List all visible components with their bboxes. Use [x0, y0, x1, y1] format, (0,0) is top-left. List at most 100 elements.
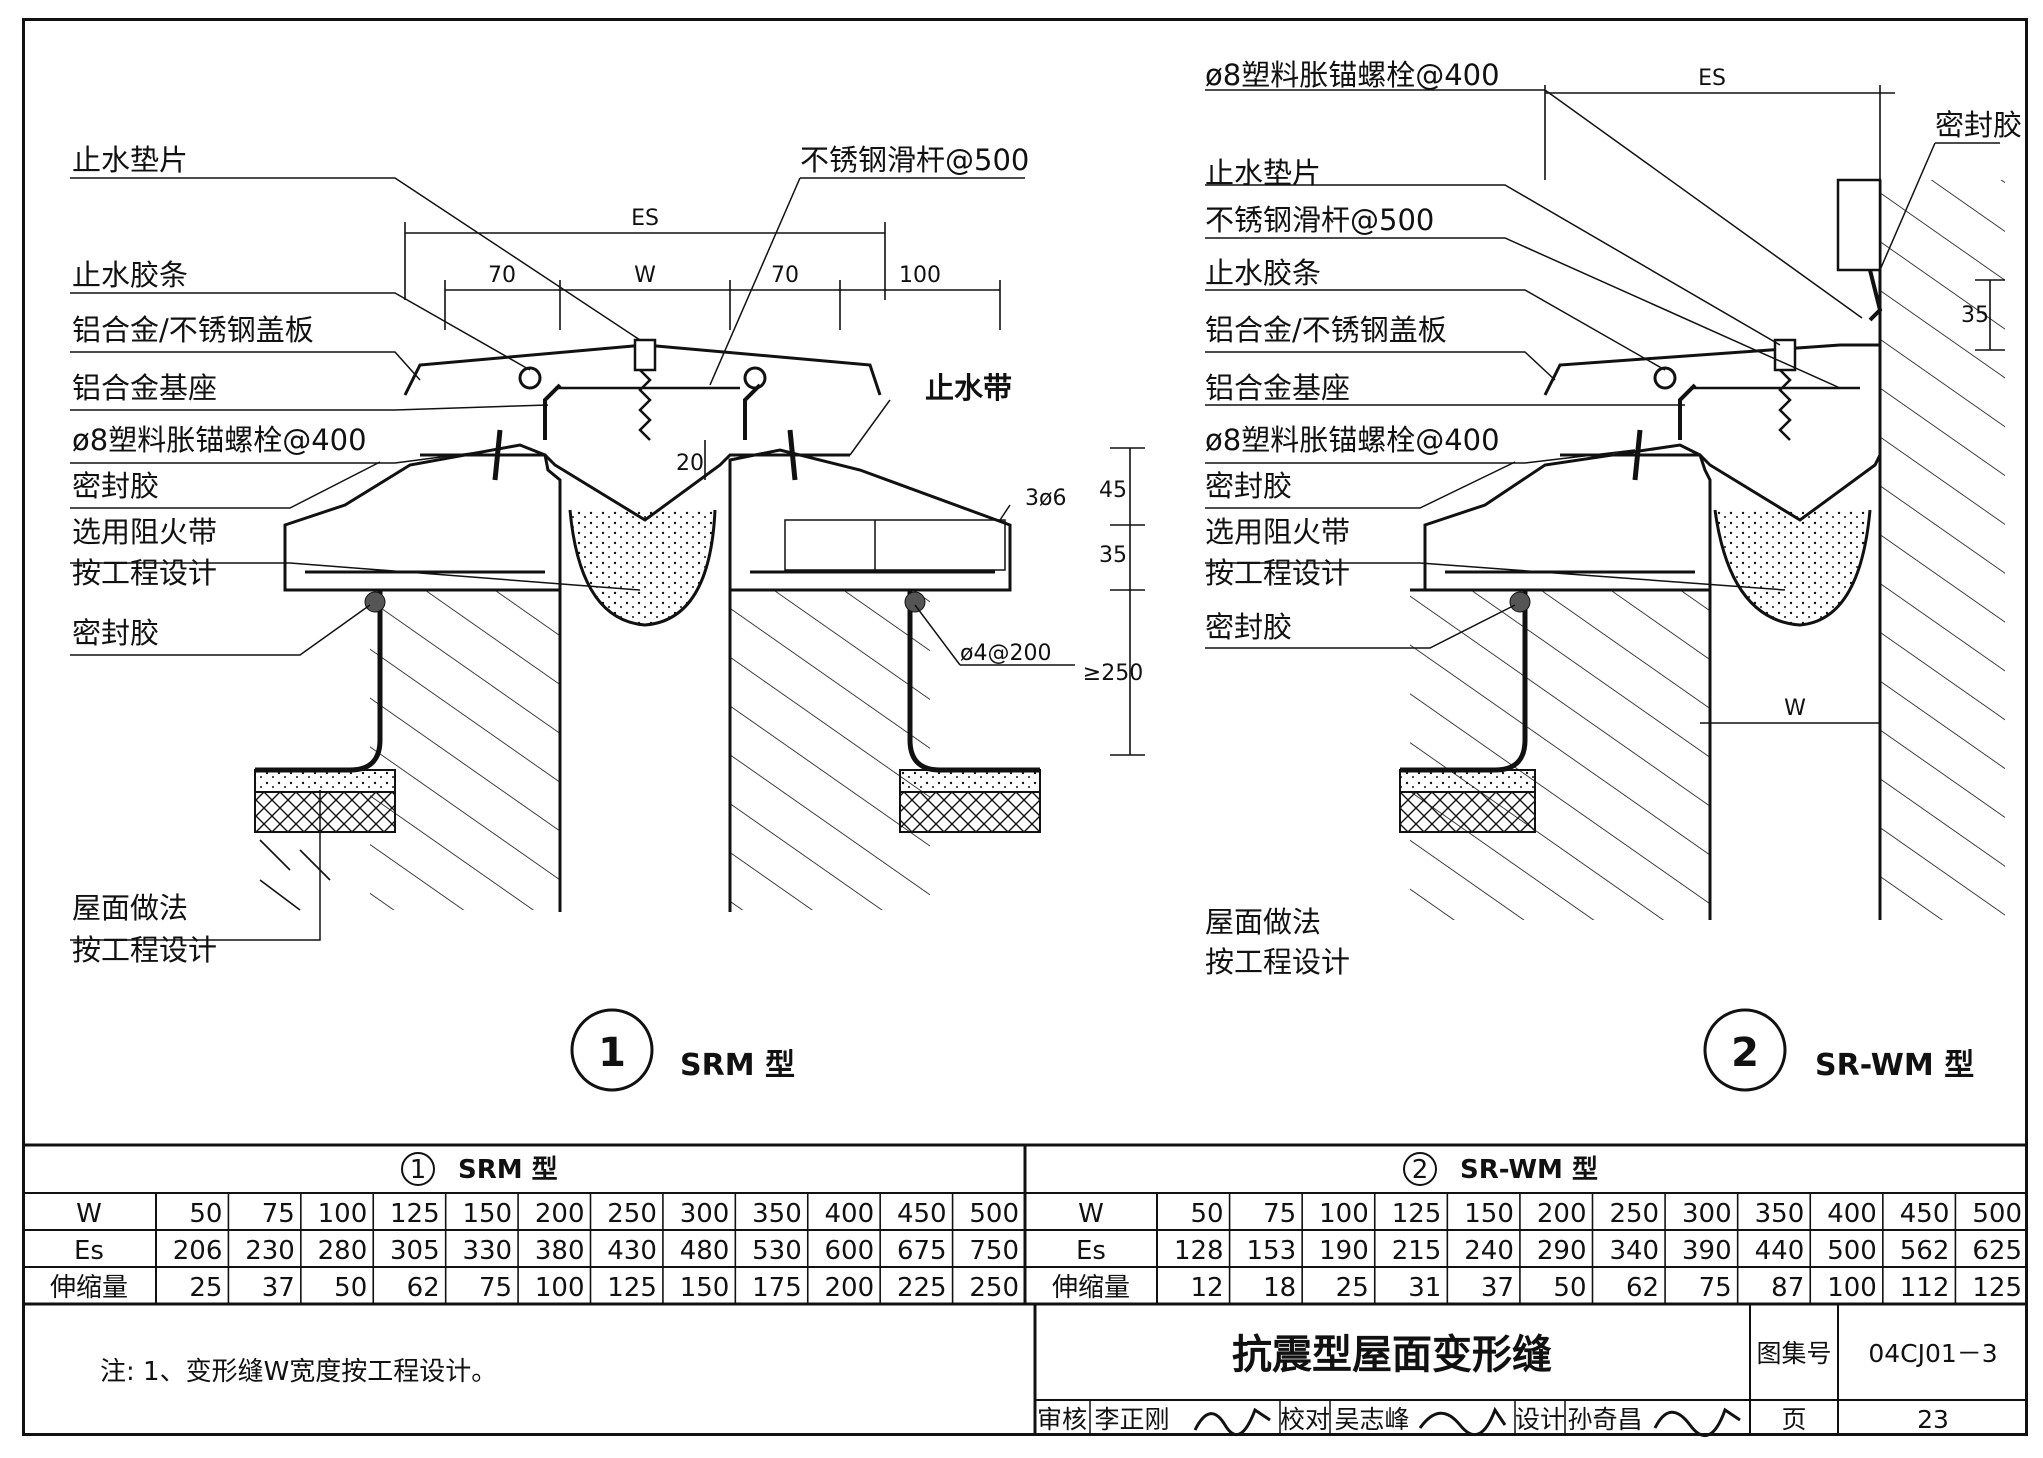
- t1-marker: 1: [410, 1155, 427, 1185]
- note-text: 注: 1、变形缝W宽度按工程设计。: [100, 1357, 497, 1387]
- table-cell: 380: [535, 1236, 585, 1266]
- checker-name: 吴志峰: [1334, 1405, 1409, 1434]
- atlas-number: 04CJ01－3: [1868, 1339, 1997, 1368]
- table-cell: 25: [189, 1273, 222, 1303]
- d2-dim-w: W: [1784, 696, 1806, 721]
- detail-1-drawing: [254, 338, 1041, 912]
- table-cell: 50: [334, 1273, 367, 1303]
- d2-dim-35: 35: [1961, 303, 1989, 328]
- table-cell: 250: [969, 1273, 1019, 1303]
- table-cell: 240: [1464, 1236, 1514, 1266]
- table-cell: 562: [1900, 1236, 1950, 1266]
- table-cell: 75: [479, 1273, 512, 1303]
- table-cell: 18: [1263, 1273, 1296, 1303]
- d2-label-per-design1: 按工程设计: [1205, 556, 1350, 590]
- table-cell: 37: [262, 1273, 295, 1303]
- t1-title: SRM 型: [458, 1155, 558, 1185]
- table-cell: 150: [680, 1273, 730, 1303]
- table-cell: 500: [1972, 1199, 2022, 1229]
- table-cell: 125: [390, 1199, 440, 1229]
- d2-label-per-design2: 按工程设计: [1205, 945, 1350, 979]
- d1-marker-number: 1: [598, 1030, 626, 1076]
- sheet-border: [22, 18, 2028, 1436]
- d2-label-sealant1: 密封胶: [1205, 469, 1292, 503]
- table-cell: 200: [825, 1273, 875, 1303]
- d1-label-rebar-ring: ø4@200: [960, 641, 1051, 666]
- page-label: 页: [1781, 1405, 1806, 1434]
- table-cell: 75: [262, 1199, 295, 1229]
- table-cell: 225: [897, 1273, 947, 1303]
- table-cell: 125: [607, 1273, 657, 1303]
- table-cell: 200: [535, 1199, 585, 1229]
- table-cell: 750: [969, 1236, 1019, 1266]
- table-cell: 25: [1336, 1273, 1369, 1303]
- table-cell: 300: [1682, 1199, 1732, 1229]
- table-row-header: W: [1078, 1199, 1104, 1229]
- table-cell: 390: [1682, 1236, 1732, 1266]
- d1-label-gasket: 止水垫片: [72, 143, 188, 177]
- table-cell: 31: [1408, 1273, 1441, 1303]
- table-row-header: 伸缩量: [1052, 1273, 1130, 1303]
- d1-dim-250: ≥250: [1083, 661, 1143, 686]
- d1-type-label: SRM 型: [680, 1048, 795, 1083]
- table-cell: 530: [752, 1236, 802, 1266]
- d2-marker-circle: [1703, 1008, 1787, 1092]
- table-cell: 112: [1900, 1273, 1950, 1303]
- table-cell: 62: [1626, 1273, 1659, 1303]
- table-cell: 100: [1319, 1199, 1369, 1229]
- table-row-header: W: [76, 1199, 102, 1229]
- d1-label-strip: 止水胶条: [72, 258, 188, 292]
- d2-type-label: SR-WM 型: [1815, 1048, 1974, 1083]
- d1-label-fire: 选用阻火带: [72, 515, 217, 549]
- table-cell: 12: [1190, 1273, 1223, 1303]
- drawing-title: 抗震型屋面变形缝: [1232, 1332, 1552, 1378]
- detail-1-leaders: [70, 177, 1075, 941]
- d1-label-sealant2: 密封胶: [72, 616, 159, 650]
- table-cell: 340: [1609, 1236, 1659, 1266]
- d2-label-sealant-top: 密封胶: [1935, 108, 2022, 142]
- d1-label-rod: 不锈钢滑杆@500: [800, 143, 1029, 177]
- d1-label-roof: 屋面做法: [72, 891, 188, 925]
- left-screed: [254, 769, 396, 793]
- d1-label-waterstop: 止水带: [925, 371, 1012, 405]
- left-curb-cap: [283, 443, 562, 592]
- table-cell: 215: [1392, 1236, 1442, 1266]
- table-cell: 330: [462, 1236, 512, 1266]
- table-cell: 290: [1537, 1236, 1587, 1266]
- right-wall-concrete: [730, 590, 930, 910]
- title-block-grid: [1033, 1304, 2028, 1436]
- d2-label-base: 铝合金基座: [1205, 371, 1350, 405]
- table-cell: 125: [1392, 1199, 1442, 1229]
- table-cell: 100: [318, 1199, 368, 1229]
- table-cell: 625: [1972, 1236, 2022, 1266]
- detail-2-dimensions: [1544, 85, 2005, 724]
- d1-label-per-design1: 按工程设计: [72, 556, 217, 590]
- review-label: 审核: [1037, 1405, 1087, 1434]
- table-cell: 450: [1900, 1199, 1950, 1229]
- table-cell: 305: [390, 1236, 440, 1266]
- table-cell: 50: [1553, 1273, 1586, 1303]
- d1-dim-45: 45: [1099, 478, 1127, 503]
- table-column-lines: [227, 1193, 1957, 1304]
- d1-dim-20: 20: [676, 451, 704, 476]
- detail-2-leaders: [1205, 89, 2000, 649]
- table-cell: 150: [1464, 1199, 1514, 1229]
- table-cell: 153: [1247, 1236, 1297, 1266]
- tables-grid: [22, 1143, 2028, 1306]
- d2-vertical-wall: [1880, 180, 2005, 920]
- table-cell: 400: [1827, 1199, 1877, 1229]
- table-cell: 430: [607, 1236, 657, 1266]
- table-cell: 450: [897, 1199, 947, 1229]
- d1-label-anchor: ø8塑料胀锚螺栓@400: [72, 423, 367, 457]
- reviewer-name: 李正刚: [1094, 1405, 1169, 1434]
- table-cell: 175: [752, 1273, 802, 1303]
- table-cell: 600: [825, 1236, 875, 1266]
- table-cell: 50: [1190, 1199, 1223, 1229]
- table-cell: 500: [969, 1199, 1019, 1229]
- left-wall-concrete: [370, 590, 560, 910]
- table-cell: 480: [680, 1236, 730, 1266]
- d2-label-sealant2: 密封胶: [1205, 610, 1292, 644]
